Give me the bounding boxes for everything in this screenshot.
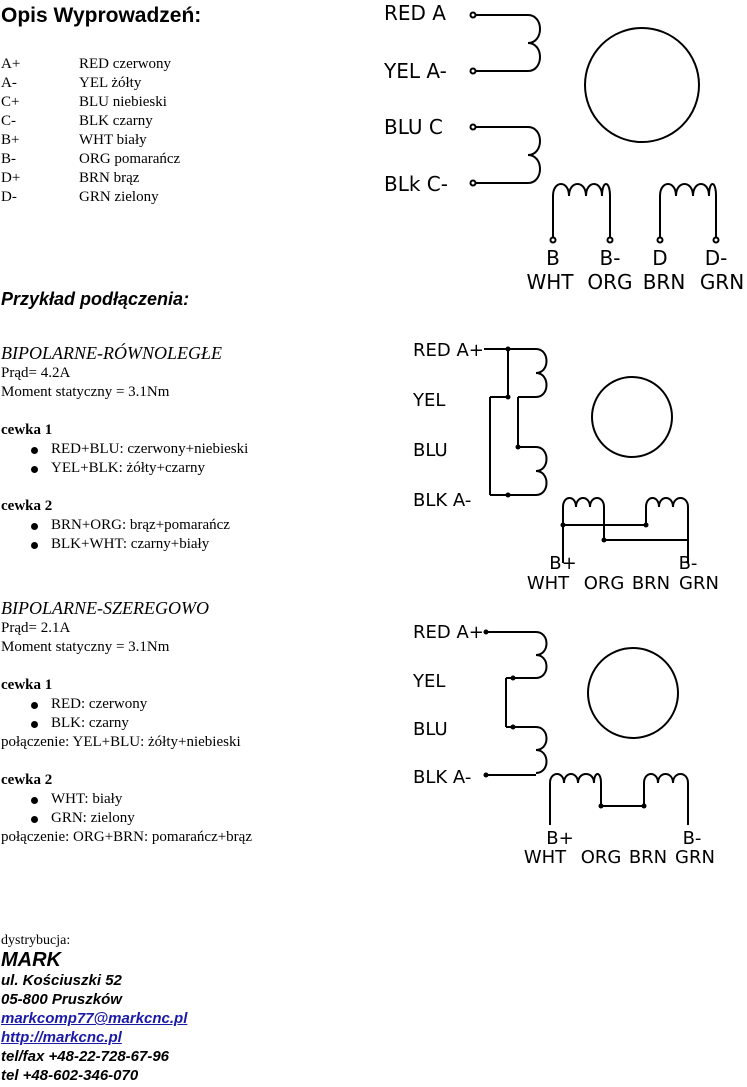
pin-row: D- GRN zielony: [1, 188, 180, 207]
list-item: RED+BLU: czerwony+niebieski: [1, 440, 371, 459]
company-name: MARK: [1, 949, 61, 971]
list-item: WHT: biały: [1, 790, 371, 809]
series-coil1-connection: połączenie: YEL+BLU: żółty+niebieski: [1, 734, 241, 750]
list-item: BRN+ORG: brąz+pomarańcz: [1, 516, 371, 535]
pin-code: C-: [1, 113, 16, 129]
parallel-current: Prąd= 4.2A: [1, 365, 71, 381]
series-label-brn: BRN: [629, 847, 667, 868]
series-coil2-list: WHT: biały GRN: zielony: [1, 790, 371, 828]
pin-desc: ORG pomarańcz: [79, 151, 181, 167]
series-label-bminus: B-: [683, 828, 702, 849]
series-label-wht: WHT: [524, 847, 567, 868]
pinout-label-org: ORG: [587, 270, 632, 294]
pin-row: D+ BRN brąz: [1, 169, 180, 188]
pin-desc: WHT biały: [79, 132, 147, 148]
series-coil2-label: cewka 2: [1, 772, 53, 788]
pinout-label-d: D: [652, 246, 667, 270]
distributor-label: dystrybucja:: [1, 933, 71, 948]
series-title: BIPOLARNE-SZEREGOWO: [1, 598, 209, 618]
pin-code: C+: [1, 94, 20, 110]
pin-code: B+: [1, 132, 20, 148]
list-item: BLK: czarny: [1, 714, 371, 733]
parallel-label-brn: BRN: [632, 573, 670, 594]
pin-row: B- ORG pomarańcz: [1, 150, 180, 169]
series-section: BIPOLARNE-SZEREGOWO Prąd= 2.1A Moment st…: [1, 597, 371, 847]
pin-code: A-: [1, 75, 17, 91]
parallel-coil1-label: cewka 1: [1, 422, 53, 438]
address-city: 05-800 Pruszków: [1, 991, 122, 1008]
pin-desc: BRN brąz: [79, 170, 140, 186]
pin-code: B-: [1, 151, 16, 167]
pinout-label-grn: GRN: [700, 270, 744, 294]
phone: tel +48-602-346-070: [1, 1067, 139, 1084]
parallel-label-blu: BLU: [413, 440, 448, 461]
parallel-label-red: RED A+: [413, 340, 484, 361]
pinout-label-brn: BRN: [643, 270, 686, 294]
pinout-label-blu-c: BLU C: [384, 115, 443, 139]
pin-row: A+ RED czerwony: [1, 55, 180, 74]
address-street: ul. Kościuszki 52: [1, 972, 122, 989]
parallel-label-org: ORG: [584, 573, 625, 594]
parallel-label-yel: YEL: [412, 390, 445, 411]
pinout-label-blk-c: BLk C-: [384, 172, 448, 196]
series-torque: Moment statyczny = 3.1Nm: [1, 639, 170, 655]
series-label-org: ORG: [581, 847, 622, 868]
series-label-bplus: B+: [546, 828, 573, 849]
list-item: RED: czerwony: [1, 695, 371, 714]
pin-desc: BLK czarny: [79, 113, 153, 129]
distributor-block: dystrybucja: MARK ul. Kościuszki 52 05-8…: [1, 933, 187, 1085]
parallel-coil2-label: cewka 2: [1, 498, 53, 514]
parallel-diagram: RED A+ YEL BLU BLK A- B+ B- WHT ORG BRN …: [412, 340, 719, 594]
pin-desc: BLU niebieski: [79, 94, 167, 110]
parallel-label-bminus: B-: [679, 553, 698, 574]
parallel-label-grn: GRN: [679, 573, 719, 594]
list-item: BLK+WHT: czarny+biały: [1, 535, 371, 554]
pinout-label-yel-a: YEL A-: [383, 59, 447, 83]
example-title: Przykład podłączenia:: [1, 289, 190, 309]
series-coil2-connection: połączenie: ORG+BRN: pomarańcz+brąz: [1, 829, 252, 845]
pinout-diagram: RED A YEL A- BLU C BLk C- B B- D D- WHT …: [383, 1, 744, 294]
list-item: GRN: zielony: [1, 809, 371, 828]
series-current: Prąd= 2.1A: [1, 620, 71, 636]
parallel-coil2-list: BRN+ORG: brąz+pomarańcz BLK+WHT: czarny+…: [1, 516, 371, 554]
pin-code: D+: [1, 170, 21, 186]
pin-description-title: Opis Wyprowadzeń:: [1, 4, 202, 27]
phone-fax: tel/fax +48-22-728-67-96: [1, 1048, 170, 1065]
series-label-yel: YEL: [412, 671, 445, 692]
series-label-red: RED A+: [413, 622, 484, 643]
parallel-coil1-list: RED+BLU: czerwony+niebieski YEL+BLK: żół…: [1, 440, 371, 478]
pin-list: A+ RED czerwony A- YEL żółty C+ BLU niebies…: [1, 55, 180, 207]
pin-row: A- YEL żółty: [1, 74, 180, 93]
series-label-grn: GRN: [675, 847, 715, 868]
pin-row: B+ WHT biały: [1, 131, 180, 150]
list-item: YEL+BLK: żółty+czarny: [1, 459, 371, 478]
series-label-blu: BLU: [413, 719, 448, 740]
pinout-label-wht: WHT: [526, 270, 574, 294]
parallel-label-wht: WHT: [527, 573, 570, 594]
pinout-label-red-a: RED A: [384, 1, 446, 25]
pin-code: A+: [1, 56, 21, 72]
pin-desc: YEL żółty: [79, 75, 142, 91]
pin-row: C+ BLU niebieski: [1, 93, 180, 112]
pinout-label-b: B: [546, 246, 560, 270]
pin-code: D-: [1, 189, 17, 205]
pin-desc: RED czerwony: [79, 56, 172, 72]
series-coil1-label: cewka 1: [1, 677, 53, 693]
parallel-title: BIPOLARNE-RÓWNOLEGŁE: [1, 343, 222, 363]
email-link[interactable]: markcomp77@markcnc.pl: [1, 1010, 188, 1027]
website-link[interactable]: http://markcnc.pl: [1, 1029, 122, 1046]
series-label-blk: BLK A-: [413, 767, 471, 788]
pin-row: C- BLK czarny: [1, 112, 180, 131]
pinout-label-d-minus: D-: [705, 246, 728, 270]
series-coil1-list: RED: czerwony BLK: czarny: [1, 695, 371, 733]
parallel-label-bplus: B+: [549, 553, 576, 574]
pinout-label-b-minus: B-: [600, 246, 621, 270]
pin-desc: GRN zielony: [79, 189, 159, 205]
parallel-torque: Moment statyczny = 3.1Nm: [1, 384, 170, 400]
parallel-section: BIPOLARNE-RÓWNOLEGŁE Prąd= 4.2A Moment s…: [1, 342, 371, 554]
series-diagram: RED A+ YEL BLU BLK A- B+ B- WHT ORG BRN …: [412, 622, 715, 868]
parallel-label-blk: BLK A-: [413, 490, 471, 511]
